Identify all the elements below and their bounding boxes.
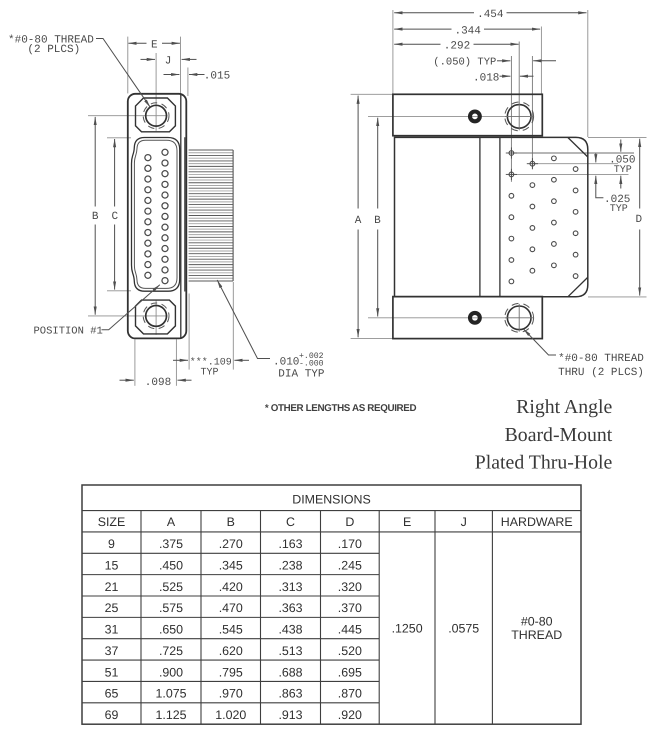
svg-text:.863: .863 — [278, 687, 302, 701]
svg-text:.025: .025 — [604, 194, 630, 206]
svg-text:J: J — [165, 55, 172, 67]
svg-text:.920: .920 — [338, 708, 362, 722]
svg-text:.098: .098 — [145, 377, 171, 389]
svg-text:*#0-80 THREAD: *#0-80 THREAD — [8, 35, 94, 47]
svg-text:1.020: 1.020 — [215, 708, 246, 722]
svg-text:.575: .575 — [159, 601, 183, 615]
svg-text:.454: .454 — [477, 9, 504, 21]
svg-text:(.050) TYP: (.050) TYP — [433, 57, 496, 69]
svg-text:.375: .375 — [159, 537, 183, 551]
svg-text:.445: .445 — [338, 623, 362, 637]
svg-text:15: 15 — [105, 558, 119, 572]
svg-text:.420: .420 — [219, 580, 243, 594]
svg-text:C: C — [111, 211, 118, 223]
svg-text:DIA TYP: DIA TYP — [278, 368, 325, 380]
svg-text:1.125: 1.125 — [155, 708, 186, 722]
svg-text:51: 51 — [105, 665, 119, 679]
svg-text:.238: .238 — [278, 558, 302, 572]
svg-text:21: 21 — [105, 580, 119, 594]
svg-text:.513: .513 — [278, 644, 302, 658]
svg-text:.050: .050 — [609, 154, 635, 166]
svg-text:65: 65 — [105, 687, 119, 701]
svg-text:B: B — [374, 215, 381, 227]
svg-text:B: B — [92, 211, 99, 223]
svg-text:.525: .525 — [159, 580, 183, 594]
svg-text:.370: .370 — [338, 601, 362, 615]
svg-text:25: 25 — [105, 601, 119, 615]
svg-text:.320: .320 — [338, 580, 362, 594]
svg-text:.363: .363 — [278, 601, 302, 615]
svg-text:A: A — [167, 515, 176, 529]
svg-text:A: A — [355, 215, 362, 227]
svg-text:.870: .870 — [338, 687, 362, 701]
svg-text:TYP: TYP — [614, 165, 632, 176]
svg-text:POSITION #1: POSITION #1 — [34, 326, 103, 338]
svg-text:B: B — [227, 515, 235, 529]
svg-text:.010: .010 — [273, 356, 299, 368]
svg-text:C: C — [286, 515, 295, 529]
svg-text:.545: .545 — [219, 623, 243, 637]
svg-text:Plated Thru-Hole: Plated Thru-Hole — [475, 452, 613, 474]
svg-text:.292: .292 — [444, 40, 470, 52]
svg-text:***.109: ***.109 — [190, 356, 232, 368]
svg-text:.270: .270 — [219, 537, 243, 551]
svg-text:.970: .970 — [219, 687, 243, 701]
svg-text:9: 9 — [108, 537, 115, 551]
svg-text:* OTHER LENGTHS AS REQUIRED: * OTHER LENGTHS AS REQUIRED — [265, 403, 417, 414]
svg-text:.163: .163 — [278, 537, 302, 551]
svg-text:D: D — [635, 214, 642, 226]
svg-text:37: 37 — [105, 644, 119, 658]
svg-text:.688: .688 — [278, 665, 302, 679]
svg-text:.650: .650 — [159, 623, 183, 637]
svg-text:.695: .695 — [338, 665, 362, 679]
svg-text:E: E — [151, 39, 158, 51]
svg-text:.795: .795 — [219, 665, 243, 679]
svg-text:.725: .725 — [159, 644, 183, 658]
svg-text:J: J — [461, 515, 467, 529]
svg-text:.1250: .1250 — [392, 622, 423, 636]
svg-text:.344: .344 — [454, 25, 481, 37]
svg-text:.520: .520 — [338, 644, 362, 658]
svg-text:.170: .170 — [338, 537, 362, 551]
svg-text:.620: .620 — [219, 644, 243, 658]
svg-text:DIMENSIONS: DIMENSIONS — [292, 493, 370, 507]
svg-text:+.002: +.002 — [299, 352, 324, 361]
svg-text:-.000: -.000 — [299, 359, 324, 368]
svg-text:D: D — [345, 515, 354, 529]
svg-text:Right Angle: Right Angle — [516, 396, 612, 418]
svg-text:#0-80: #0-80 — [521, 615, 553, 629]
svg-text:.470: .470 — [219, 601, 243, 615]
svg-text:Board-Mount: Board-Mount — [505, 424, 613, 446]
svg-text:.900: .900 — [159, 665, 183, 679]
svg-text:31: 31 — [105, 623, 119, 637]
svg-text:.245: .245 — [338, 558, 362, 572]
svg-text:TYP: TYP — [200, 367, 218, 378]
svg-text:TYP: TYP — [610, 204, 628, 215]
svg-text:.450: .450 — [159, 558, 183, 572]
svg-text:E: E — [403, 515, 411, 529]
svg-text:SIZE: SIZE — [98, 515, 126, 529]
svg-text:*#0-80 THREAD: *#0-80 THREAD — [558, 353, 644, 365]
svg-text:(2 PLCS): (2 PLCS) — [27, 44, 80, 56]
svg-text:1.075: 1.075 — [155, 687, 186, 701]
svg-text:.015: .015 — [204, 71, 230, 83]
svg-text:HARDWARE: HARDWARE — [501, 515, 573, 529]
svg-text:.438: .438 — [278, 623, 302, 637]
svg-text:.345: .345 — [219, 558, 243, 572]
svg-text:.913: .913 — [278, 708, 302, 722]
svg-text:69: 69 — [105, 708, 119, 722]
svg-text:THREAD: THREAD — [511, 628, 562, 642]
svg-text:.018: .018 — [473, 72, 499, 84]
svg-text:.313: .313 — [278, 580, 302, 594]
svg-text:.0575: .0575 — [448, 622, 479, 636]
svg-text:THRU (2 PLCS): THRU (2 PLCS) — [558, 367, 644, 379]
